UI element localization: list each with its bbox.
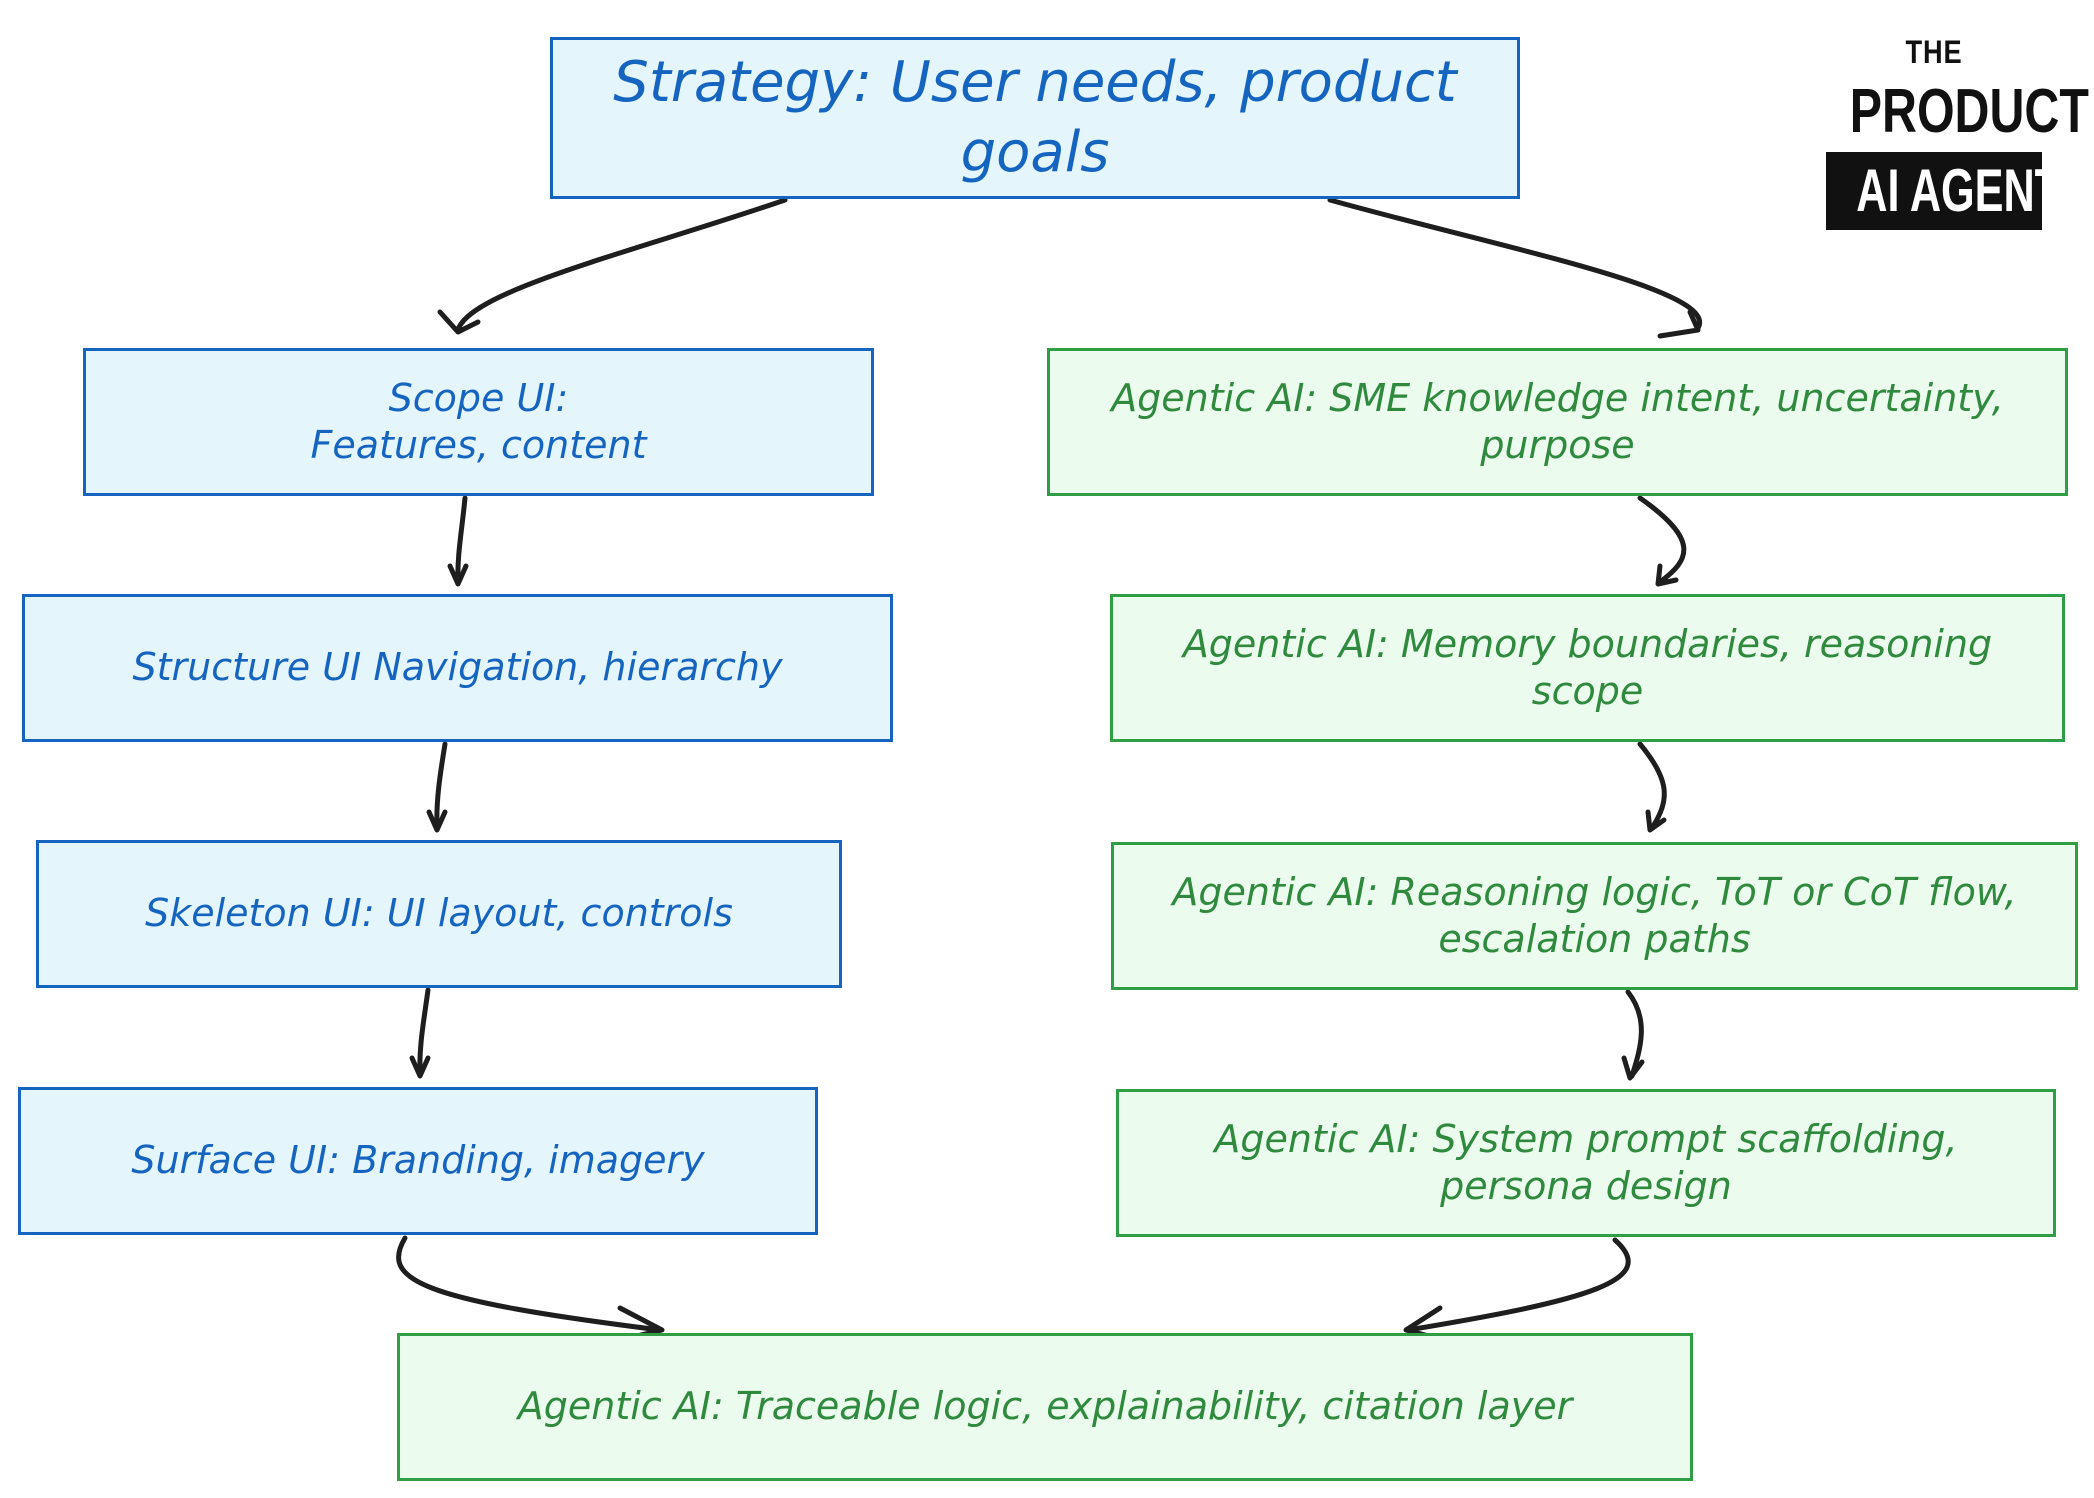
scope-ui-label: Scope UI: Features, content xyxy=(310,375,647,468)
scope-ui-node: Scope UI: Features, content xyxy=(83,348,874,496)
edge-strategy-sme-head xyxy=(1657,309,1701,339)
edge-memory-reasoning xyxy=(1637,741,1667,831)
surface-ui-node: Surface UI: Branding, imagery xyxy=(18,1087,818,1235)
skeleton-ui-label: Skeleton UI: UI layout, controls xyxy=(145,891,733,936)
edge-surface-traceable xyxy=(396,1235,663,1333)
structure-ui-node: Structure UI Navigation, hierarchy xyxy=(22,594,893,742)
edge-memory-reasoning-head xyxy=(1645,809,1667,833)
edge-structure-skeleton xyxy=(434,741,448,831)
agentic-reasoning-label: Agentic AI: Reasoning logic, ToT or CoT … xyxy=(1172,869,2017,962)
edge-skeleton-surface-head xyxy=(409,1055,431,1079)
agentic-sme-label: Agentic AI: SME knowledge intent, uncert… xyxy=(1111,375,2004,468)
strategy-label: Strategy: User needs, product goals xyxy=(613,50,1457,185)
edge-strategy-scope xyxy=(455,197,788,333)
agentic-system-prompt-node: Agentic AI: System prompt scaffolding, p… xyxy=(1116,1089,2056,1237)
agentic-memory-node: Agentic AI: Memory boundaries, reasoning… xyxy=(1110,594,2065,742)
skeleton-ui-node: Skeleton UI: UI layout, controls xyxy=(36,840,842,988)
edge-sme-memory-head xyxy=(1655,563,1679,587)
logo-line-ai-agent: AI AGENT xyxy=(1856,157,2042,224)
logo-line-the: THE xyxy=(1905,34,1963,70)
agentic-sme-node: Agentic AI: SME knowledge intent, uncert… xyxy=(1047,348,2068,496)
agentic-traceable-node: Agentic AI: Traceable logic, explainabil… xyxy=(397,1333,1693,1481)
edge-sme-memory xyxy=(1637,495,1687,585)
edge-strategy-scope-head xyxy=(437,309,481,335)
edge-structure-skeleton-head xyxy=(426,809,448,833)
surface-ui-label: Surface UI: Branding, imagery xyxy=(131,1138,705,1183)
edge-system-traceable xyxy=(1405,1237,1631,1333)
edge-scope-structure-head xyxy=(447,563,469,587)
agentic-system-prompt-label: Agentic AI: System prompt scaffolding, p… xyxy=(1214,1116,1958,1209)
product-ai-agent-logo: THE PRODUCT AI AGENT xyxy=(1826,30,2089,235)
strategy-node: Strategy: User needs, product goals xyxy=(550,37,1520,199)
edge-reasoning-system-head xyxy=(1621,1055,1645,1081)
edge-strategy-sme xyxy=(1327,197,1703,331)
logo-agent-band: AI AGENT xyxy=(1826,152,2042,230)
edge-scope-structure xyxy=(455,495,468,585)
agentic-reasoning-node: Agentic AI: Reasoning logic, ToT or CoT … xyxy=(1111,842,2078,990)
edge-skeleton-surface xyxy=(417,987,431,1077)
structure-ui-label: Structure UI Navigation, hierarchy xyxy=(132,645,783,690)
agentic-memory-label: Agentic AI: Memory boundaries, reasoning… xyxy=(1182,621,1993,714)
agentic-traceable-label: Agentic AI: Traceable logic, explainabil… xyxy=(517,1384,1573,1429)
logo-line-product: PRODUCT xyxy=(1849,77,2089,146)
